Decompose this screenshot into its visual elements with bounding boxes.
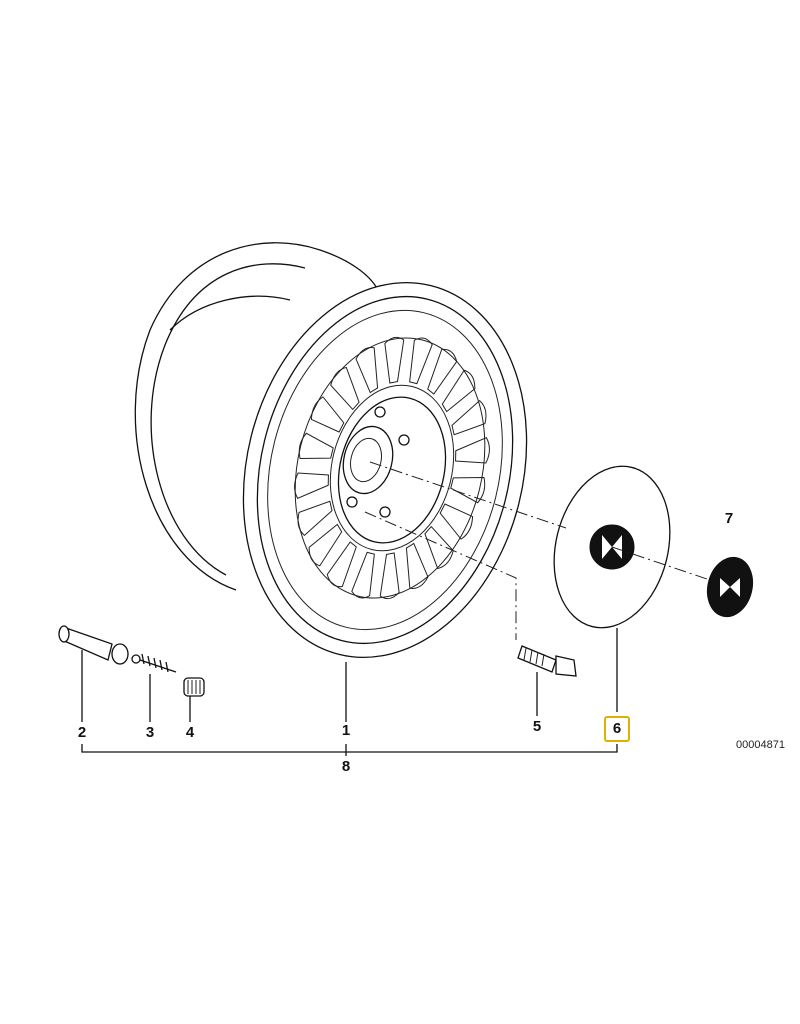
callout-lines (81, 628, 618, 756)
wheel-spoke (405, 542, 429, 589)
wheel-spoke (310, 396, 345, 433)
callout-4: 4 (185, 724, 195, 741)
drawing-code: 00004871 (736, 739, 785, 751)
valve-core[interactable] (131, 653, 177, 673)
wheel-spoke (441, 369, 476, 413)
wheel-spoke (451, 399, 487, 436)
callout-3: 3 (145, 724, 155, 741)
wheel-spoke (330, 366, 360, 411)
wheel-bolt[interactable] (517, 645, 577, 677)
wheel-spoke (379, 552, 400, 600)
callout-8: 8 (341, 758, 351, 775)
wheel-rim[interactable] (134, 242, 565, 688)
callout-1: 1 (341, 722, 351, 739)
wheel-spoke (439, 503, 474, 540)
valve-cap[interactable] (183, 677, 205, 697)
wheel-spoke (427, 348, 458, 395)
emblem[interactable] (701, 553, 758, 622)
wheel-spoke (424, 525, 454, 570)
wheel-spoke (355, 347, 379, 394)
wheel-spoke (450, 477, 486, 504)
wheel-spoke (384, 336, 405, 384)
tire-valve[interactable] (58, 625, 129, 665)
callout-2: 2 (77, 724, 87, 741)
callout-7: 7 (724, 510, 734, 527)
wheel-spoke (326, 541, 357, 588)
wheel-spoke (409, 337, 433, 385)
wheel-spoke (351, 551, 375, 599)
wheel-spoke (297, 500, 333, 537)
callout-5: 5 (532, 718, 542, 735)
wheel-spoke (455, 436, 490, 464)
wheel-spoke (308, 523, 343, 567)
wheel-spoke (298, 432, 334, 459)
assembly-lines (364, 461, 711, 640)
wheel-spoke (294, 472, 329, 500)
callout-6-highlighted[interactable]: 6 (604, 716, 630, 742)
